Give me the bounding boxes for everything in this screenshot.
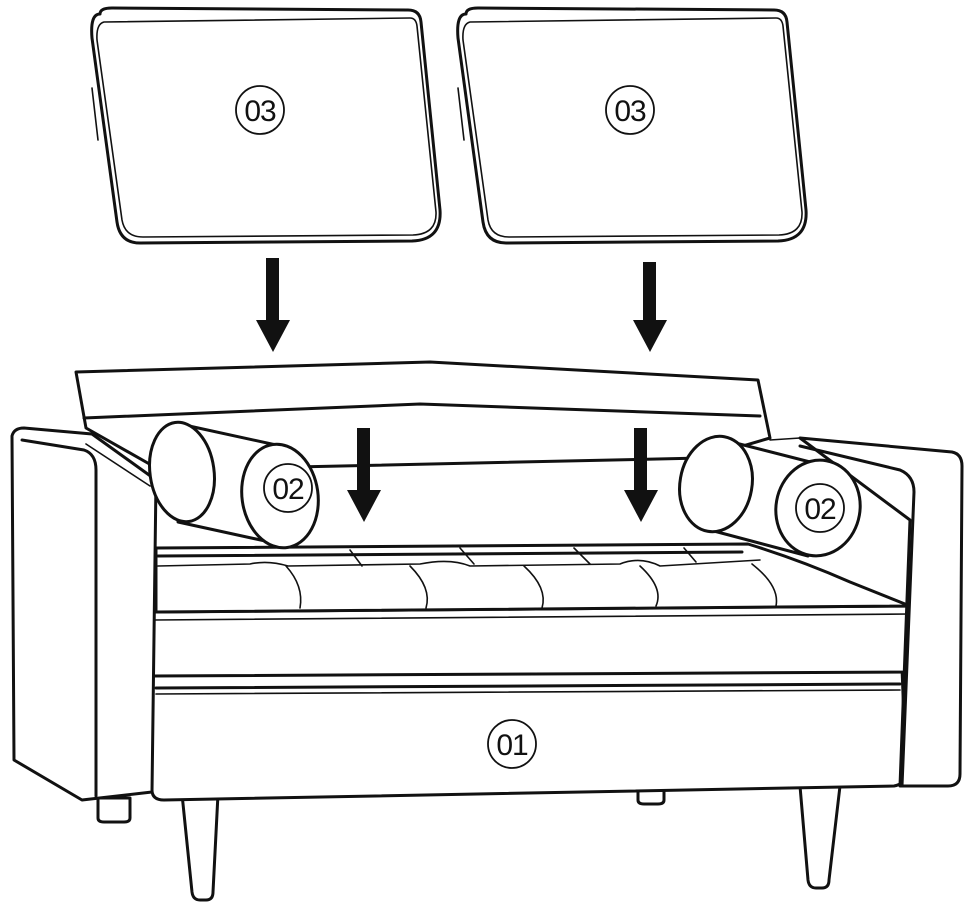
arrow-down-icon <box>633 262 667 352</box>
part-label: 02 <box>804 493 836 526</box>
callout-03-right: 03 <box>606 86 654 134</box>
part-label: 02 <box>272 473 304 506</box>
part-label: 03 <box>244 95 276 128</box>
callout-01: 01 <box>488 720 536 768</box>
part-label: 03 <box>614 95 646 128</box>
callout-02-right: 02 <box>796 484 844 532</box>
part-label: 01 <box>496 729 528 762</box>
arrow-down-icon <box>256 258 290 352</box>
callout-02-left: 02 <box>264 464 312 512</box>
callout-03-left: 03 <box>236 86 284 134</box>
